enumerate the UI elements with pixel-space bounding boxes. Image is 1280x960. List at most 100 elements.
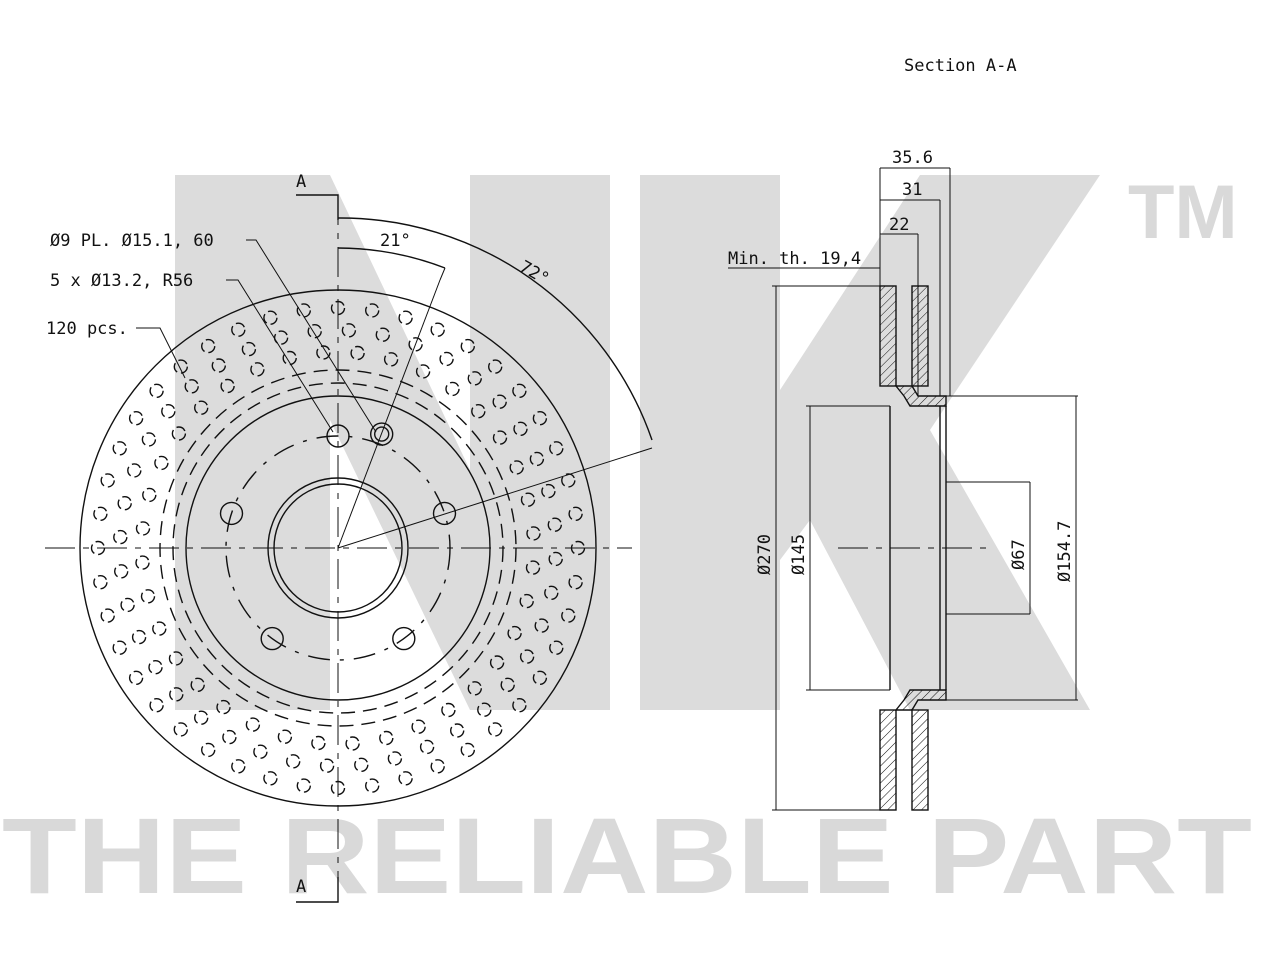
angle-21-label: 21° [380, 231, 411, 251]
drill-hole [467, 371, 482, 386]
drill-hole [519, 649, 535, 664]
drill-hole [216, 699, 231, 715]
drill-hole [148, 660, 163, 675]
drill-hole [488, 359, 503, 374]
drill-count-label: 120 pcs. [46, 319, 128, 339]
width-31-label: 31 [902, 180, 922, 200]
drill-hole [350, 345, 365, 361]
drill-hole [548, 551, 563, 567]
drill-hole [525, 560, 541, 575]
drill-hole [532, 670, 548, 685]
drill-hole [512, 383, 527, 398]
drill-hole [241, 341, 257, 357]
friction-ring-top-inner [911, 285, 929, 387]
drill-hole [411, 719, 426, 734]
drill-hole [561, 473, 576, 488]
drill-hole [345, 736, 360, 751]
drill-hole [319, 758, 335, 773]
drill-hole [439, 351, 454, 367]
drill-hole [169, 687, 184, 702]
drill-hole [154, 455, 169, 471]
drill-hole [430, 322, 445, 337]
drill-hole [467, 681, 482, 696]
section-marker-top-label: A [296, 172, 306, 192]
section-marker-bottom [296, 877, 339, 903]
drill-hole [568, 575, 583, 590]
drill-hole [277, 729, 293, 744]
drill-hole [365, 778, 380, 793]
drill-hole [296, 778, 311, 793]
drill-hole [534, 618, 549, 633]
drill-hole [173, 359, 189, 374]
drill-hole [112, 640, 127, 655]
drill-hole [529, 451, 545, 467]
drill-hole [561, 608, 576, 623]
drill-hole [541, 483, 556, 499]
drill-hole [489, 655, 505, 670]
drill-hole [379, 730, 394, 746]
drill-hole [141, 432, 157, 447]
hat-profile-bottom [894, 689, 947, 711]
drill-hole [193, 400, 209, 415]
drill-hole [445, 381, 460, 397]
drill-hole [450, 723, 465, 738]
drill-hole [152, 621, 167, 636]
section-marker-bottom-label: A [296, 877, 306, 897]
drill-hole [140, 589, 156, 604]
drill-hole [282, 350, 297, 366]
leader-bolt-holes [246, 239, 377, 433]
drill-hole [547, 517, 562, 532]
drill-hole [231, 322, 246, 337]
drill-hole [184, 379, 199, 394]
drill-hole [512, 698, 527, 713]
drill-hole [142, 487, 157, 503]
dia-154-label: Ø154.7 [1055, 521, 1075, 582]
drill-hole [245, 717, 261, 732]
drill-hole [460, 338, 475, 354]
drill-hole [253, 744, 268, 759]
drill-hole [263, 310, 278, 325]
drill-hole [519, 593, 534, 609]
drill-hole [488, 722, 503, 737]
friction-ring-top-outer [879, 285, 897, 387]
friction-ring-bottom-inner [911, 709, 929, 811]
dia-67-label: Ø67 [1009, 539, 1029, 570]
drill-hole [286, 754, 301, 769]
mount-hole [392, 626, 416, 651]
drill-hole [93, 575, 108, 590]
bolt-hole [374, 426, 390, 442]
front-view [45, 194, 653, 903]
drill-hole [211, 358, 227, 373]
drill-hole [387, 751, 403, 766]
drill-hole [383, 352, 399, 367]
nk-logo-watermark: TM THE RELIABLE PART [2, 170, 1252, 916]
bolt-holes-label: Ø9 PL. Ø15.1, 60 [50, 231, 214, 251]
drill-hole [316, 345, 331, 360]
drill-hole [171, 426, 187, 441]
drill-hole [398, 310, 413, 325]
drill-hole [311, 735, 326, 751]
drill-hole [471, 404, 486, 419]
drill-hole [460, 742, 475, 758]
mount-hole [432, 501, 457, 526]
hat-profile [894, 385, 947, 407]
logo-tm: TM [1128, 170, 1238, 255]
drill-hole [477, 702, 492, 717]
drill-hole [549, 441, 564, 456]
drill-hole [398, 771, 413, 786]
drill-hole [113, 529, 128, 545]
drill-hole [220, 378, 235, 394]
section-view [728, 167, 1078, 811]
drill-hole [263, 771, 278, 786]
drill-hole [100, 608, 115, 623]
friction-ring-bottom-outer [879, 709, 897, 811]
drill-hole [190, 677, 205, 692]
drill-hole [365, 303, 380, 318]
drill-hole [526, 526, 541, 541]
drill-hole [430, 759, 445, 774]
drill-hole [544, 585, 559, 600]
drill-hole [513, 421, 528, 436]
drill-hole [135, 555, 150, 570]
drill-hole [568, 506, 583, 521]
